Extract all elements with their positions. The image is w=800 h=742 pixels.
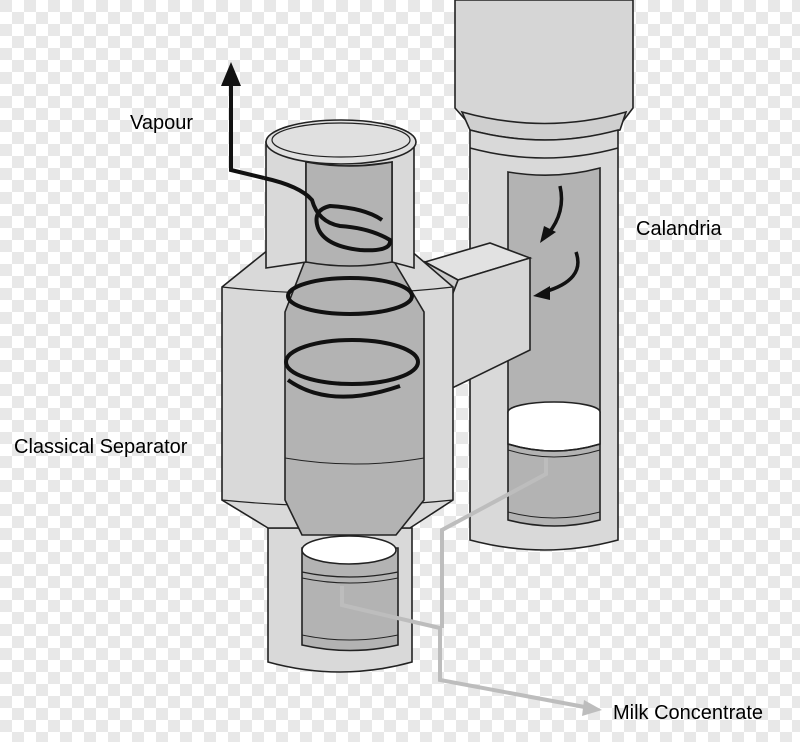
vapour-swirl — [263, 176, 420, 399]
vapour-arrowhead — [221, 62, 241, 86]
swirl-middle — [286, 276, 414, 316]
separator-label: Classical Separator — [14, 436, 188, 458]
calandria-drain-pipe — [440, 458, 548, 628]
separator-inner-line — [284, 457, 425, 465]
vapour-label: Vapour — [130, 112, 194, 134]
separator-liquid-line-1 — [301, 571, 399, 578]
vapour-arrow-line — [229, 82, 265, 180]
calandria-liquid — [507, 412, 601, 452]
calandria-bottom-line — [507, 511, 601, 519]
calandria-label: Calandria — [636, 218, 722, 240]
connecting-duct — [422, 242, 533, 394]
swirl-upper — [263, 176, 393, 253]
milk-concentrate-label: Milk Concentrate — [613, 702, 764, 724]
calandria-arrowhead-1 — [540, 226, 556, 243]
swirl-tail — [286, 378, 401, 399]
flow-arrow-icon — [533, 185, 580, 300]
milk-arrowhead — [582, 700, 602, 716]
calandria-liquid-line — [507, 443, 601, 452]
calandria-liquid-line-2 — [507, 449, 601, 458]
calandria-rim — [469, 147, 619, 159]
separator-lid-inner — [271, 122, 411, 158]
swirl-lower — [284, 338, 420, 386]
separator-lower-cutaway — [301, 547, 399, 652]
separator-liquid-surface — [301, 535, 397, 565]
calandria-arrowhead-2 — [533, 286, 550, 300]
milk-outlet-arrow-icon — [340, 458, 602, 716]
separator-bottom-line — [301, 634, 399, 641]
calandria-arrow-2 — [543, 251, 580, 294]
vapour-arrow-icon — [221, 62, 265, 180]
separator-liquid-line-2 — [301, 577, 399, 584]
calandria-head — [454, 0, 634, 126]
